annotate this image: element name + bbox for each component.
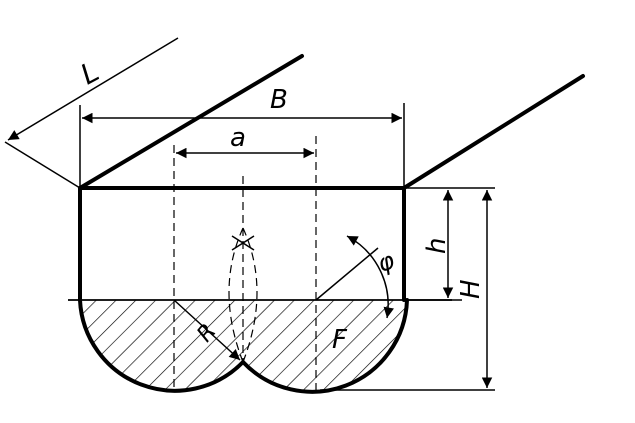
label-phi: φ [374, 246, 399, 278]
label-L: L [75, 55, 104, 91]
label-B: B [270, 85, 288, 115]
label-a: a [230, 123, 246, 153]
label-H: H [456, 279, 486, 299]
center-axes [173, 136, 317, 395]
dimension-L [7, 37, 179, 141]
dimension-B [79, 103, 405, 188]
angle-phi [315, 235, 394, 319]
construction-arcs [228, 227, 258, 363]
dimension-h-H [320, 187, 495, 391]
label-F: F [332, 325, 348, 355]
radius-R [173, 299, 241, 361]
label-h: h [422, 238, 452, 254]
hatched-section [80, 300, 407, 392]
trough-outline [78, 186, 409, 394]
